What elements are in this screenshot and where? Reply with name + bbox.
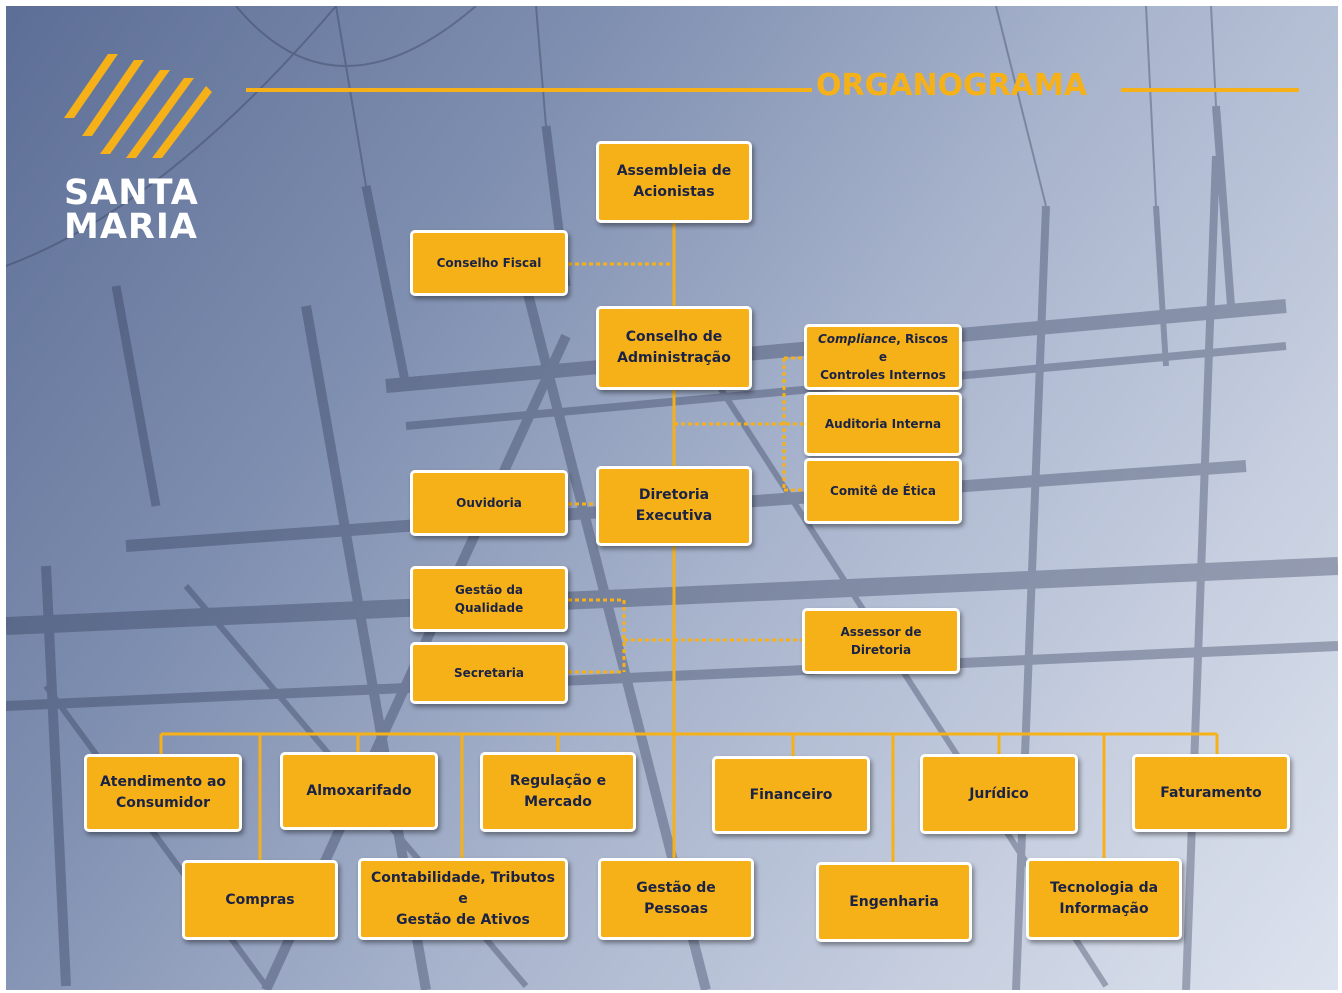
node-engenharia: Engenharia [816, 862, 972, 942]
node-label-rest: , Riscos e [878, 332, 948, 364]
node-atendimento-consumidor: Atendimento ao Consumidor [84, 754, 242, 832]
node-secretaria: Secretaria [410, 642, 568, 704]
node-contabilidade-tributos: Contabilidade, Tributos e Gestão de Ativo… [358, 858, 568, 940]
node-auditoria-interna: Auditoria Interna [804, 392, 962, 456]
node-label-line2: Diretoria [850, 643, 912, 657]
node-label-line1: Ouvidoria [456, 496, 522, 510]
node-label-line2: Executiva [635, 508, 713, 524]
node-label-line1: Conselho de [625, 329, 723, 345]
node-label-line1: Atendimento ao [99, 774, 227, 790]
node-label-line2: Controles Internos [820, 368, 946, 382]
node-label-line1: Secretaria [454, 666, 524, 680]
node-label-line2: Mercado [524, 794, 592, 810]
node-gestao-pessoas: Gestão de Pessoas [598, 858, 754, 940]
node-almoxarifado: Almoxarifado [280, 752, 438, 830]
node-label-line1: Comitê de Ética [830, 484, 936, 498]
node-label-line1: Jurídico [969, 785, 1029, 802]
node-compras: Compras [182, 860, 338, 940]
node-label-line1: Diretoria [638, 487, 710, 503]
node-compliance-riscos: Compliance, Riscos e Controles Internos [804, 324, 962, 390]
node-conselho-administracao: Conselho de Administração [596, 306, 752, 390]
node-comite-etica: Comitê de Ética [804, 458, 962, 524]
company-name: SANTA MARIA [64, 173, 199, 247]
node-label-line1: Gestão de [636, 880, 716, 896]
node-label-line2: Qualidade [454, 601, 524, 615]
node-label-line1: Regulação e [509, 773, 607, 789]
org-connectors [159, 221, 1219, 864]
node-gestao-qualidade: Gestão da Qualidade [410, 566, 568, 632]
node-assessor-diretoria: Assessor de Diretoria [802, 608, 960, 674]
company-name-line1: SANTA [64, 173, 199, 213]
node-label-line1: Gestão da [454, 583, 524, 597]
node-label-line1: Compras [225, 891, 295, 908]
node-label-line1: Faturamento [1160, 784, 1262, 801]
node-label-line2: Administração [617, 350, 731, 366]
node-label-line1: Auditoria Interna [824, 417, 942, 431]
node-label-line1: Contabilidade, Tributos e [371, 869, 555, 907]
organogram-slide: SANTA MARIA ORGANOGRAMA [6, 6, 1338, 990]
node-label-line2: Informação [1059, 901, 1149, 917]
node-juridico: Jurídico [920, 754, 1078, 834]
node-label-line1: Assembleia de [616, 163, 732, 179]
node-financeiro: Financeiro [712, 756, 870, 834]
node-label-line1: Financeiro [749, 786, 833, 803]
node-conselho-fiscal: Conselho Fiscal [410, 230, 568, 296]
node-faturamento: Faturamento [1132, 754, 1290, 832]
company-name-line2: MARIA [64, 207, 198, 247]
node-label-line2: Acionistas [633, 184, 715, 200]
page-title: ORGANOGRAMA [816, 68, 1088, 103]
santa-maria-logo-icon [64, 54, 212, 158]
node-label-line2: Gestão de Ativos [396, 911, 530, 928]
node-tecnologia-informacao: Tecnologia da Informação [1026, 858, 1182, 940]
title-rule-left [246, 88, 812, 92]
node-label-line2: Pessoas [644, 901, 708, 917]
node-label-line1: Engenharia [849, 893, 939, 910]
node-label-line2: Consumidor [115, 795, 211, 811]
node-label-line1: Tecnologia da [1049, 880, 1159, 896]
node-label-line1: Assessor de [840, 625, 922, 639]
node-label-italic: Compliance [818, 332, 897, 346]
node-regulacao-mercado: Regulação e Mercado [480, 752, 636, 832]
title-rule-right [1121, 88, 1299, 92]
node-label-line1: Almoxarifado [306, 782, 412, 799]
node-ouvidoria: Ouvidoria [410, 470, 568, 536]
node-assembleia-acionistas: Assembleia de Acionistas [596, 141, 752, 223]
node-label-line1: Conselho Fiscal [436, 256, 542, 270]
